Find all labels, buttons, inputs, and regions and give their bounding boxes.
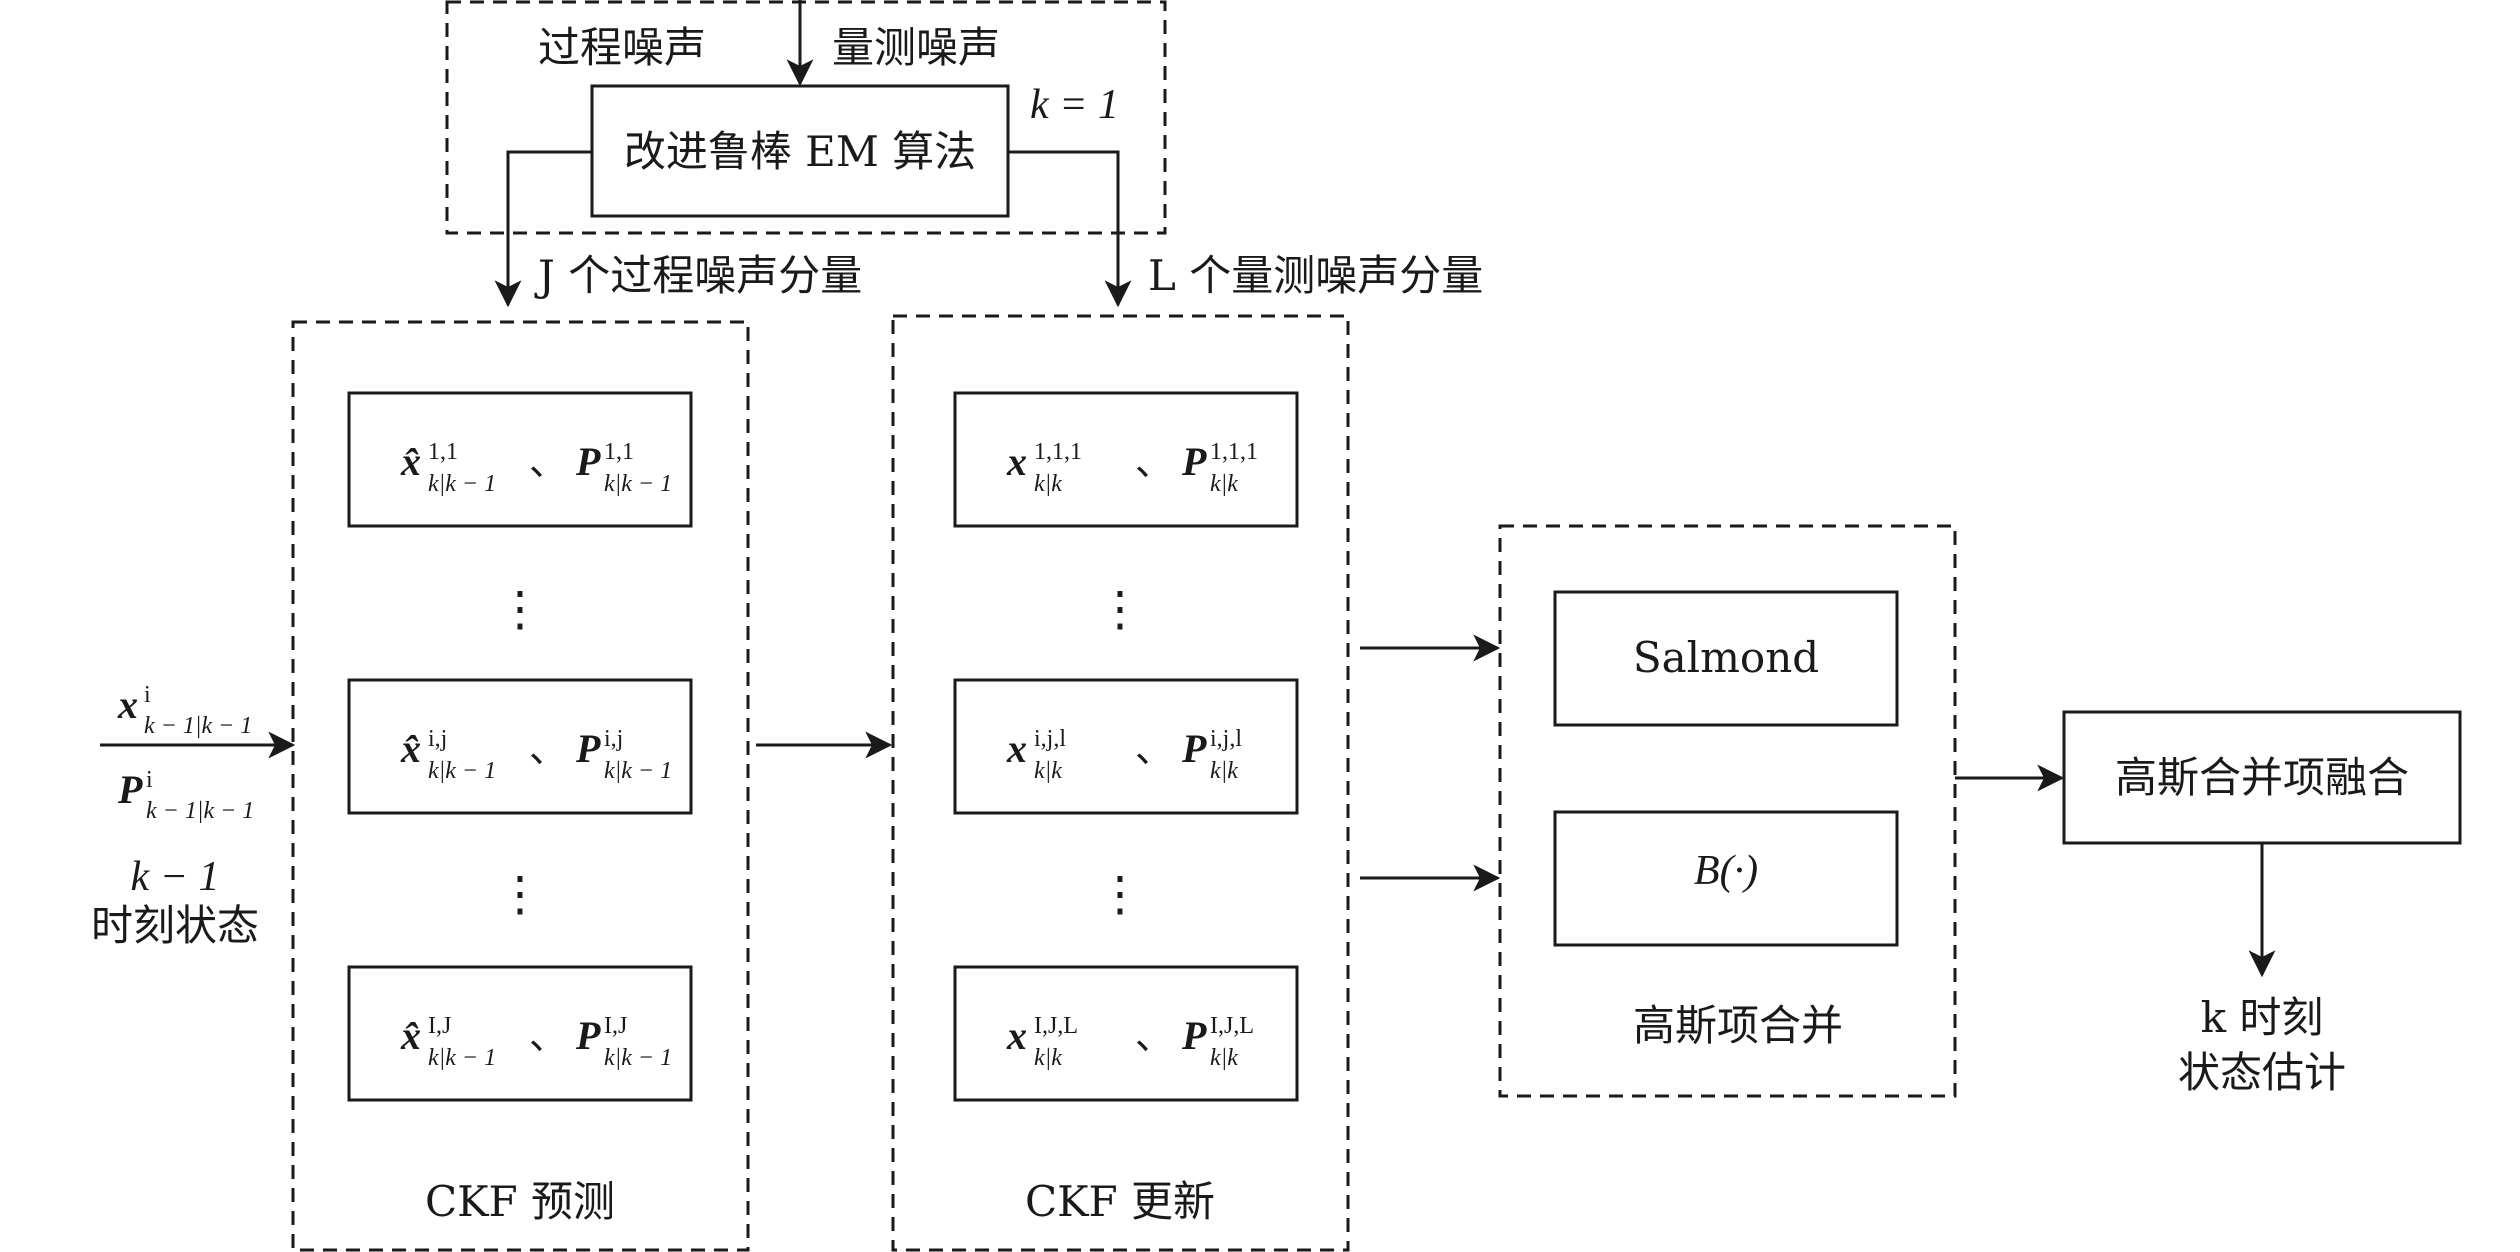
predict-cov-subscript: k|k − 1: [604, 471, 672, 497]
update-state-subscript: k|k: [1034, 758, 1062, 784]
predict-dots-2: ⋮: [496, 866, 544, 922]
measurement-noise-label: 量测噪声: [832, 23, 1000, 72]
predict-separator: 、: [529, 1014, 567, 1058]
salmond-label: Salmond: [1633, 633, 1819, 682]
predict-box: [347, 678, 693, 815]
predict-state-symbol: x̂: [400, 439, 421, 484]
predict-state-subscript: k|k − 1: [428, 1045, 496, 1071]
measurement-components-label: L 个量测噪声分量: [1148, 251, 1483, 300]
salmond-box: [1553, 590, 1899, 727]
em-dashed-region: [445, 0, 1167, 235]
update-cov-symbol: P: [1181, 726, 1207, 771]
predict-state-subscript: k|k − 1: [428, 471, 496, 497]
predict-state-symbol: x̂: [400, 726, 421, 771]
previous-state-label: 时刻状态: [91, 901, 259, 950]
predict-cov-symbol: P: [575, 1013, 601, 1058]
predict-state-superscript: 1,1: [428, 439, 458, 465]
update-state-symbol: x: [1006, 726, 1027, 771]
predict-state-superscript: I,J: [428, 1013, 451, 1039]
update-box: [953, 391, 1299, 528]
update-cov-subscript: k|k: [1210, 758, 1238, 784]
predict-cov-subscript: k|k − 1: [604, 758, 672, 784]
output-state-label: 状态估计: [2178, 1048, 2346, 1097]
update-cov-subscript: k|k: [1210, 471, 1238, 497]
input-x-expression: x i k − 1|k − 1: [117, 682, 252, 739]
update-cov-subscript: k|k: [1210, 1045, 1238, 1071]
svg-text:k − 1|k − 1: k − 1|k − 1: [144, 713, 252, 739]
predict-state-superscript: i,j: [428, 726, 447, 752]
measurement-branch-arrow: [1008, 150, 1132, 308]
ckf-update-title: CKF 更新: [1025, 1177, 1215, 1226]
predict-cov-superscript: I,J: [604, 1013, 627, 1039]
update-separator: 、: [1135, 1014, 1173, 1058]
predict-state-subscript: k|k − 1: [428, 758, 496, 784]
predict-cov-symbol: P: [575, 726, 601, 771]
update-state-superscript: i,j,l: [1034, 726, 1066, 752]
update-cov-superscript: I,J,L: [1210, 1013, 1254, 1039]
update-dots-1: ⋮: [1096, 581, 1144, 637]
update-state-symbol: x: [1006, 439, 1027, 484]
predict-cov-subscript: k|k − 1: [604, 1045, 672, 1071]
predict-separator: 、: [529, 440, 567, 484]
update-state-subscript: k|k: [1034, 471, 1062, 497]
b-function-box: [1553, 810, 1899, 947]
process-noise-label: 过程噪声: [538, 23, 706, 72]
update-state-superscript: 1,1,1: [1034, 439, 1082, 465]
svg-text:k − 1|k − 1: k − 1|k − 1: [146, 798, 254, 824]
update-state-symbol: x: [1006, 1013, 1027, 1058]
predict-separator: 、: [529, 727, 567, 771]
update-separator: 、: [1135, 440, 1173, 484]
svg-text:i: i: [146, 767, 153, 793]
input-p-expression: P i k − 1|k − 1: [117, 767, 254, 824]
predict-cov-superscript: i,j: [604, 726, 623, 752]
gaussian-merge-region: [1498, 524, 1957, 1098]
process-branch-arrow: [494, 150, 592, 308]
predict-box: [347, 965, 693, 1102]
svg-text:P: P: [117, 767, 143, 812]
output-time-label: k 时刻: [2201, 993, 2324, 1042]
predict-cov-symbol: P: [575, 439, 601, 484]
update-state-superscript: I,J,L: [1034, 1013, 1078, 1039]
b-function-label: B(·): [1694, 848, 1758, 894]
predict-state-symbol: x̂: [400, 1013, 421, 1058]
previous-time-label: k − 1: [131, 854, 220, 900]
update-dots-2: ⋮: [1096, 866, 1144, 922]
svg-text:i: i: [144, 682, 151, 708]
process-components-label: J 个过程噪声分量: [534, 251, 862, 300]
update-cov-superscript: i,j,l: [1210, 726, 1242, 752]
k-equals-one-label: k = 1: [1030, 82, 1119, 128]
svg-text:x: x: [117, 682, 138, 727]
update-state-subscript: k|k: [1034, 1045, 1062, 1071]
fusion-label: 高斯合并项融合: [2115, 753, 2409, 802]
update-separator: 、: [1135, 727, 1173, 771]
ckf-update-region: [891, 314, 1350, 1252]
update-box: [953, 678, 1299, 815]
ckf-predict-title: CKF 预测: [425, 1177, 615, 1226]
predict-box: [347, 391, 693, 528]
update-cov-symbol: P: [1181, 1013, 1207, 1058]
update-box: [953, 965, 1299, 1102]
em-algorithm-label: 改进鲁棒 EM 算法: [624, 127, 976, 176]
predict-cov-superscript: 1,1: [604, 439, 634, 465]
update-cov-superscript: 1,1,1: [1210, 439, 1258, 465]
ckf-predict-region: [291, 320, 750, 1252]
update-cov-symbol: P: [1181, 439, 1207, 484]
predict-dots-1: ⋮: [496, 581, 544, 637]
gaussian-merge-title: 高斯项合并: [1633, 1001, 1843, 1050]
